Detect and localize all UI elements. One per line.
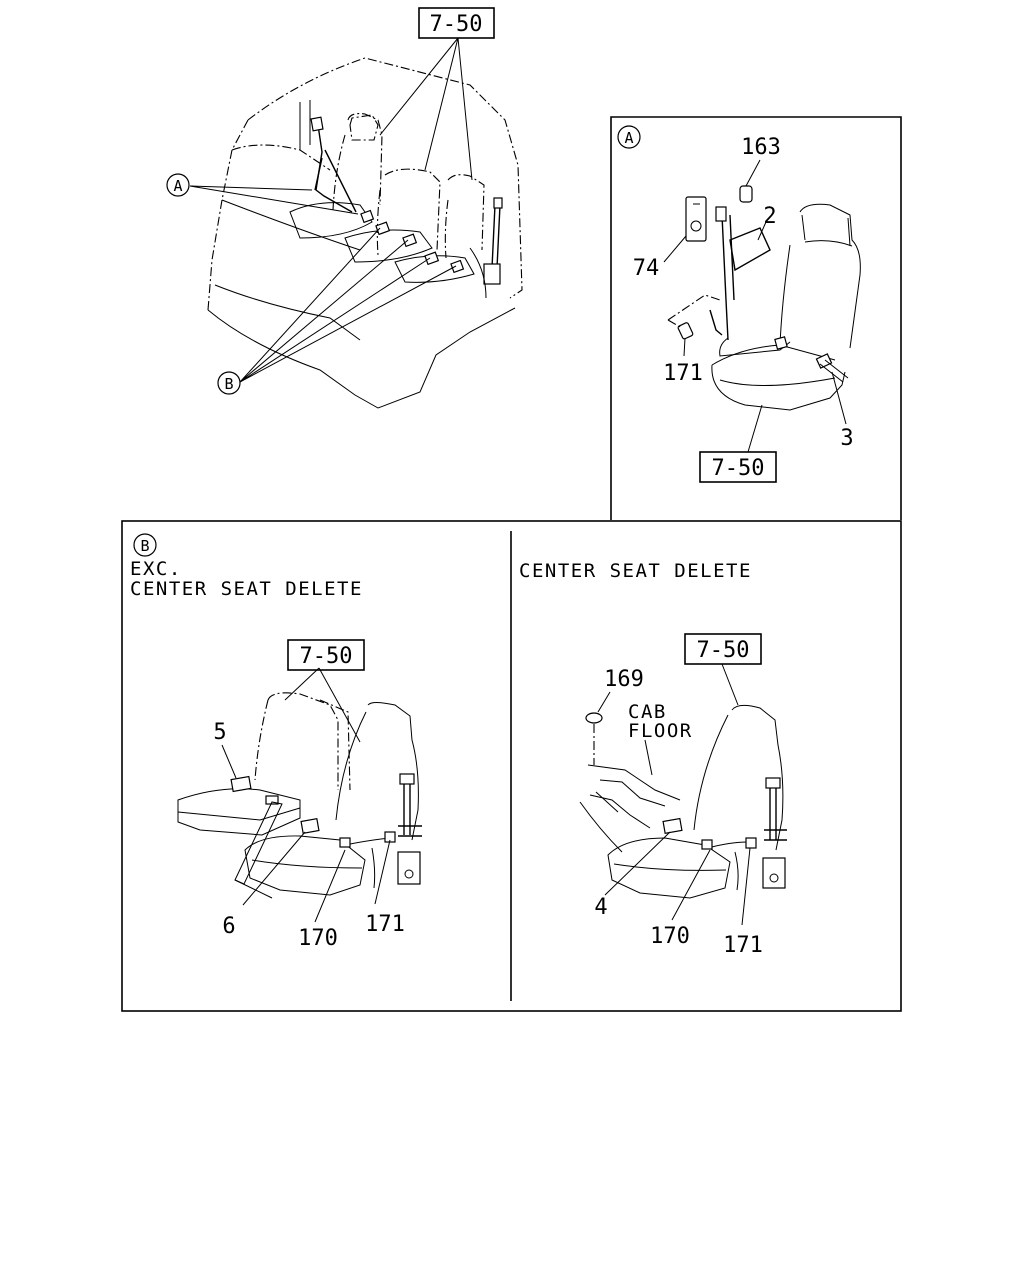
- panel-b-marker-circle: [133, 533, 157, 557]
- panel-b-right-part-171: 171: [723, 933, 763, 958]
- panel-b-right-ref-box: [684, 633, 762, 665]
- panel-b-right-ref-label: 7-50: [697, 638, 750, 663]
- panel-a-ref-label: 7-50: [712, 456, 765, 481]
- panel-a-part-74: 74: [633, 256, 660, 281]
- panel-a-part-171: 171: [663, 361, 703, 386]
- panel-b-right-note-floor: FLOOR: [628, 720, 693, 742]
- panel-a-marker: A: [624, 129, 633, 147]
- panel-b-right-note-cab: CAB: [628, 701, 667, 723]
- panel-b-right-part-170: 170: [650, 924, 690, 949]
- callout-b-label: B: [224, 375, 233, 393]
- panel-a-part-163: 163: [741, 135, 781, 160]
- panel-b-left-part-6: 6: [222, 914, 235, 939]
- panel-b-left-part-171: 171: [365, 912, 405, 937]
- panel-b-left-caption-2: CENTER SEAT DELETE: [130, 578, 363, 600]
- panel-b-right-caption: CENTER SEAT DELETE: [519, 560, 752, 582]
- panel-b-frame: [121, 520, 902, 1012]
- panel-b-left-ref-label: 7-50: [300, 644, 353, 669]
- overview-illustration: 7-50 A B: [166, 7, 523, 409]
- panel-b-left: B EXC. CENTER SEAT DELETE 7-50 5: [130, 533, 422, 951]
- panel-b-right: CENTER SEAT DELETE 7-50 169 CAB FLOOR: [519, 560, 787, 958]
- panel-a-marker-circle: [617, 125, 641, 149]
- panel-a-ref-box: [699, 451, 777, 483]
- panel-b-left-part-5: 5: [213, 720, 226, 745]
- callout-b-circle: [217, 371, 241, 395]
- callout-a-label: A: [173, 177, 182, 195]
- callout-a-circle: [166, 173, 190, 197]
- panel-b-left-ref-box: [287, 639, 365, 671]
- overview-ref-label: 7-50: [430, 12, 483, 37]
- panel-b-marker: B: [140, 537, 149, 555]
- panel-b-right-part-4: 4: [594, 895, 607, 920]
- panel-b-left-part-170: 170: [298, 926, 338, 951]
- panel-a: A 163 2 74 171 3 7-5: [610, 116, 902, 520]
- panel-b-left-caption-1: EXC.: [130, 558, 182, 580]
- panel-a-part-3: 3: [840, 426, 853, 451]
- overview-ref-box: [418, 7, 495, 39]
- panel-a-part-2: 2: [763, 204, 776, 229]
- panel-b-right-part-169: 169: [604, 667, 644, 692]
